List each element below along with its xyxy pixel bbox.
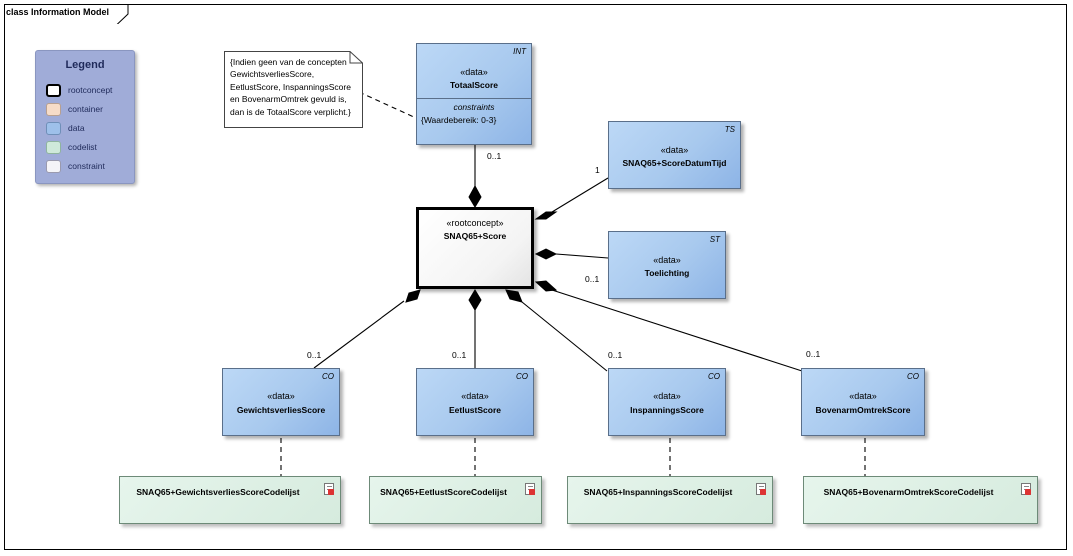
multiplicity-gewichtsverlies: 0..1 xyxy=(307,350,322,360)
type-tag: CO xyxy=(907,372,919,381)
class-name: Toelichting xyxy=(644,268,690,278)
multiplicity-datumtijd: 1 xyxy=(595,165,600,175)
type-tag: ST xyxy=(709,235,720,244)
type-tag: TS xyxy=(724,125,735,134)
codelist-name: SNAQ65+InspanningsScoreCodelijst xyxy=(583,487,733,497)
note-text: {Indien geen van de concepten Gewichtsve… xyxy=(230,56,351,118)
class-bovenarmomtrekscore[interactable]: CO «data» BovenarmOmtrekScore xyxy=(801,368,925,436)
stereotype-label: «data» xyxy=(849,391,877,401)
multiplicity-toelichting: 0..1 xyxy=(585,274,600,284)
codelist-icon xyxy=(756,483,766,495)
legend-label: constraint xyxy=(68,161,105,171)
frame-tab xyxy=(4,4,129,24)
type-tag: INT xyxy=(513,47,526,56)
class-name: BovenarmOmtrekScore xyxy=(815,405,911,415)
class-toelichting[interactable]: ST «data» Toelichting xyxy=(608,231,726,299)
stereotype-label: «data» xyxy=(653,391,681,401)
constraints-header: constraints xyxy=(453,102,495,112)
legend-label: codelist xyxy=(68,142,97,152)
codelist-name: SNAQ65+EetlustScoreCodelijst xyxy=(380,487,507,497)
stereotype-label: «data» xyxy=(660,145,689,155)
legend-label: container xyxy=(68,104,103,114)
type-tag: CO xyxy=(708,372,720,381)
note-line: en BovenarmOmtrek gevuld is, xyxy=(230,94,347,105)
class-name: SNAQ65+Score xyxy=(443,231,507,241)
note-line: {Indien geen van de concepten xyxy=(230,57,347,67)
legend-title: Legend xyxy=(65,59,105,71)
multiplicity-bovenarm: 0..1 xyxy=(806,349,821,359)
stereotype-label: «data» xyxy=(267,391,295,401)
class-inspanningsscore[interactable]: CO «data» InspanningsScore xyxy=(608,368,726,436)
multiplicity-totaal: 0..1 xyxy=(487,151,502,161)
frame-title: class Information Model xyxy=(6,7,110,17)
note-line: GewichtsverliesScore, xyxy=(230,69,315,80)
constraint-text: {Waardebereik: 0-3} xyxy=(421,115,497,125)
codelist-inspannings[interactable]: SNAQ65+InspanningsScoreCodelijst xyxy=(567,476,773,524)
class-scoredatumtijd[interactable]: TS «data» SNAQ65+ScoreDatumTijd xyxy=(608,121,741,189)
class-name: EetlustScore xyxy=(449,405,501,415)
class-eetlustscore[interactable]: CO «data» EetlustScore xyxy=(416,368,534,436)
legend-swatch xyxy=(46,103,61,116)
legend-swatch xyxy=(46,122,61,135)
constraint-note[interactable]: {Indien geen van de concepten Gewichtsve… xyxy=(224,51,362,127)
codelist-name: SNAQ65+GewichtsverliesScoreCodelijst xyxy=(136,487,300,497)
type-tag: CO xyxy=(516,372,528,381)
multiplicity-eetlust: 0..1 xyxy=(452,350,467,360)
class-name: GewichtsverliesScore xyxy=(236,405,326,415)
codelist-eetlust[interactable]: SNAQ65+EetlustScoreCodelijst xyxy=(369,476,542,524)
class-name: SNAQ65+ScoreDatumTijd xyxy=(622,158,727,168)
class-name: TotaalScore xyxy=(449,80,499,90)
type-tag: CO xyxy=(322,372,334,381)
legend-label: data xyxy=(68,123,85,133)
compartment-divider xyxy=(417,98,531,99)
stereotype-label: «data» xyxy=(653,255,681,265)
codelist-icon xyxy=(525,483,535,495)
class-snaq65-score[interactable]: «rootconcept» SNAQ65+Score xyxy=(416,207,534,289)
stereotype-label: «data» xyxy=(460,67,488,77)
stereotype-label: «rootconcept» xyxy=(446,218,504,228)
codelist-icon xyxy=(324,483,334,495)
class-gewichtsverliesscore[interactable]: CO «data» GewichtsverliesScore xyxy=(222,368,340,436)
class-totaalscore[interactable]: INT «data» TotaalScore constraints {Waar… xyxy=(416,43,532,145)
legend-label: rootconcept xyxy=(68,85,113,95)
codelist-icon xyxy=(1021,483,1031,495)
legend-swatch xyxy=(46,160,61,173)
legend-swatch xyxy=(46,141,61,154)
note-line: dan is de TotaalScore verplicht.} xyxy=(230,106,351,117)
stereotype-label: «data» xyxy=(461,391,489,401)
codelist-name: SNAQ65+BovenarmOmtrekScoreCodelijst xyxy=(823,487,994,497)
legend-swatch xyxy=(46,84,61,97)
codelist-gewichtsverlies[interactable]: SNAQ65+GewichtsverliesScoreCodelijst xyxy=(119,476,341,524)
diagram-frame xyxy=(4,4,1067,550)
note-line: EetlustScore, InspanningsScore xyxy=(230,81,351,92)
class-name: InspanningsScore xyxy=(630,405,704,415)
multiplicity-inspannings: 0..1 xyxy=(608,350,623,360)
codelist-bovenarm[interactable]: SNAQ65+BovenarmOmtrekScoreCodelijst xyxy=(803,476,1038,524)
legend: Legend rootconcept container data codeli… xyxy=(35,50,135,184)
